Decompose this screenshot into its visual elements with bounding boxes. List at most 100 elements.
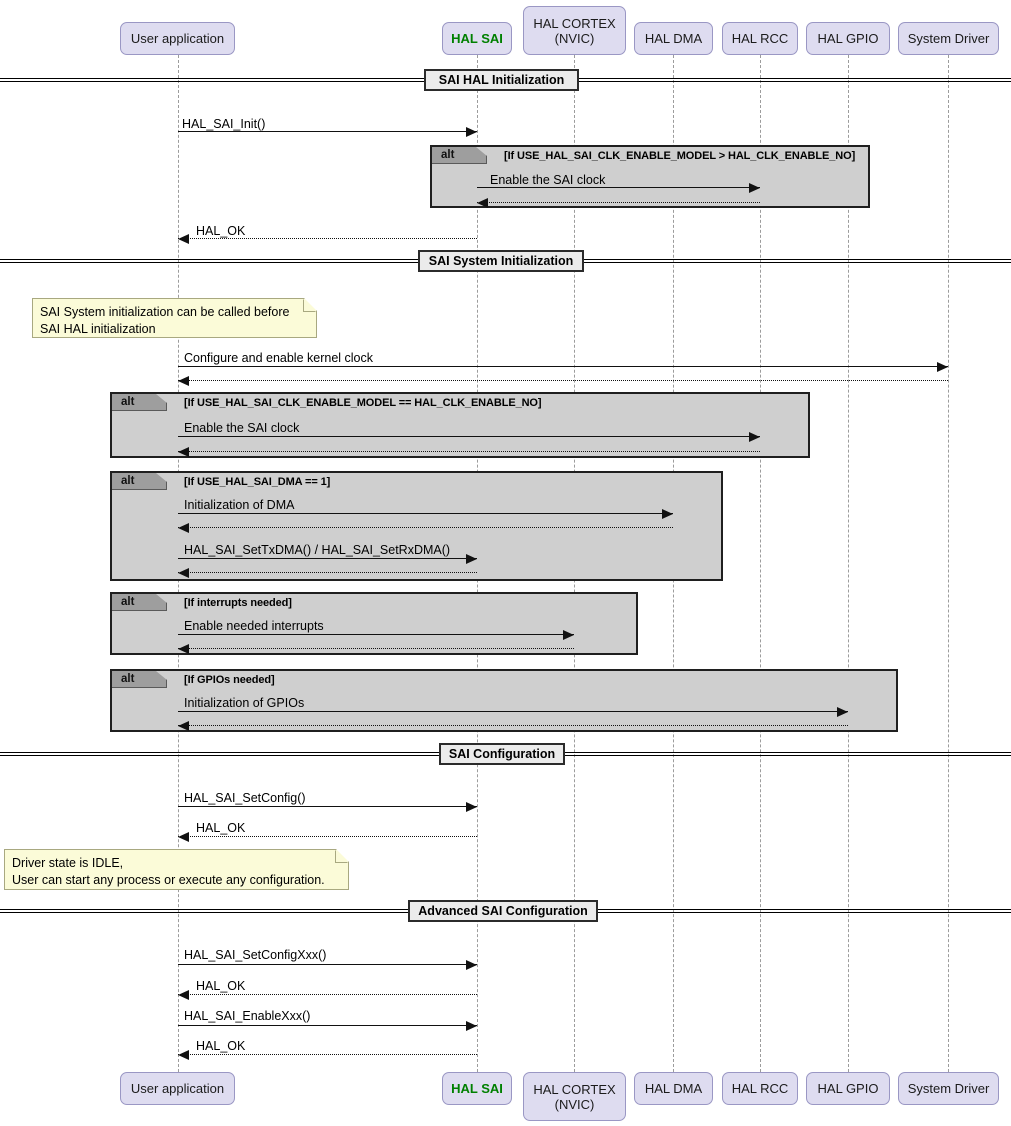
participant-cortex-header[interactable]: HAL CORTEX (NVIC)	[523, 6, 626, 55]
msg-enable-xxx-label: HAL_SAI_EnableXxx()	[184, 1009, 311, 1023]
participant-label-sysdrv-header: System Driver	[907, 31, 990, 46]
msg-ret-dma-arrowhead	[178, 522, 189, 533]
participant-user-header[interactable]: User application	[120, 22, 235, 55]
note-sys-init: SAI System initialization can be called …	[32, 298, 317, 338]
lifeline-gpio	[848, 55, 849, 1072]
participant-label-user-footer: User application	[130, 1081, 225, 1096]
msg-set-config-xxx-line	[178, 964, 477, 965]
participant-sai-header[interactable]: HAL SAI	[442, 22, 512, 55]
participant-user-footer[interactable]: User application	[120, 1072, 235, 1105]
msg-set-dma-label: HAL_SAI_SetTxDMA() / HAL_SAI_SetRxDMA()	[184, 543, 451, 557]
frag-clk-model-eq-keyword: alt	[112, 394, 167, 411]
msg-cfg-kernel-clk-line	[178, 366, 948, 367]
msg-init-dma-label: Initialization of DMA	[184, 498, 295, 512]
msg-set-config-line	[178, 806, 477, 807]
msg-set-config-xxx-arrowhead	[466, 959, 477, 970]
msg-hal-sai-init-label: HAL_SAI_Init()	[182, 117, 266, 131]
participant-dma-footer[interactable]: HAL DMA	[634, 1072, 713, 1105]
participant-label-dma-header: HAL DMA	[644, 31, 703, 46]
msg-set-config-arrowhead	[466, 801, 477, 812]
sep-sys-init: SAI System Initialization	[418, 250, 584, 272]
msg-set-dma-arrowhead	[466, 553, 477, 564]
participant-sysdrv-header[interactable]: System Driver	[898, 22, 999, 55]
msg-hal-ok-4-label: HAL_OK	[196, 1039, 246, 1053]
participant-label-gpio-footer: HAL GPIO	[817, 1081, 879, 1096]
msg-set-config-label: HAL_SAI_SetConfig()	[184, 791, 306, 805]
msg-ret-dma-line	[178, 527, 673, 528]
msg-cfg-kernel-clk-label: Configure and enable kernel clock	[184, 351, 374, 365]
msg-cfg-kernel-clk-arrowhead	[937, 361, 948, 372]
frag-interrupts-condition: [If interrupts needed]	[184, 595, 292, 611]
participant-cortex-footer[interactable]: HAL CORTEX (NVIC)	[523, 1072, 626, 1121]
msg-hal-sai-init-arrowhead	[466, 126, 477, 137]
participant-label-user-header: User application	[130, 31, 225, 46]
lifeline-rcc	[760, 55, 761, 1072]
frag-dma: alt [If USE_HAL_SAI_DMA == 1]	[110, 471, 723, 581]
participant-label-rcc-footer: HAL RCC	[731, 1081, 789, 1096]
participant-gpio-footer[interactable]: HAL GPIO	[806, 1072, 890, 1105]
msg-init-dma-line	[178, 513, 673, 514]
msg-enable-clk-2-label: Enable the SAI clock	[184, 421, 300, 435]
msg-ret-clk-2-line	[178, 451, 760, 452]
msg-enable-irq-arrowhead	[563, 629, 574, 640]
msg-hal-sai-init-line	[178, 131, 477, 132]
msg-hal-ok-3-line	[178, 994, 477, 995]
frag-gpios-keyword-label: alt	[121, 673, 135, 685]
msg-enable-xxx-arrowhead	[466, 1020, 477, 1031]
msg-ret-kernel-clk-arrowhead	[178, 375, 189, 386]
msg-set-dma-line	[178, 558, 477, 559]
participant-label-sysdrv-footer: System Driver	[907, 1081, 990, 1096]
msg-enable-xxx-line	[178, 1025, 477, 1026]
frag-clk-model-gt-condition-label: [If USE_HAL_SAI_CLK_ENABLE_MODEL > HAL_C…	[504, 150, 856, 162]
msg-ret-clk-2-arrowhead	[178, 446, 189, 457]
msg-hal-ok-1-label: HAL_OK	[196, 224, 246, 238]
participant-label-sai-footer: HAL SAI	[451, 1081, 503, 1096]
frag-dma-keyword-label: alt	[121, 475, 135, 487]
msg-ret-gpios-arrowhead	[178, 720, 189, 731]
msg-hal-ok-2-arrowhead	[178, 831, 189, 842]
participant-sai-footer[interactable]: HAL SAI	[442, 1072, 512, 1105]
participant-rcc-header[interactable]: HAL RCC	[722, 22, 798, 55]
msg-ret-kernel-clk-line	[178, 380, 948, 381]
frag-clk-model-eq-condition-label: [If USE_HAL_SAI_CLK_ENABLE_MODEL == HAL_…	[184, 397, 542, 409]
frag-dma-condition: [If USE_HAL_SAI_DMA == 1]	[184, 474, 330, 490]
msg-enable-clk-2-line	[178, 436, 760, 437]
lifeline-sysdrv	[948, 55, 949, 1072]
msg-ret-set-dma-line	[178, 572, 477, 573]
msg-hal-ok-1-line	[178, 238, 477, 239]
frag-clk-model-gt-keyword: alt	[432, 147, 487, 164]
msg-init-gpios-line	[178, 711, 848, 712]
msg-ret-gpios-line	[178, 725, 848, 726]
frag-clk-model-eq: alt [If USE_HAL_SAI_CLK_ENABLE_MODEL == H…	[110, 392, 810, 458]
participant-dma-header[interactable]: HAL DMA	[634, 22, 713, 55]
msg-hal-ok-2-label: HAL_OK	[196, 821, 246, 835]
msg-ret-irq-line	[178, 648, 574, 649]
msg-hal-ok-1-arrowhead	[178, 233, 189, 244]
frag-clk-model-eq-condition: [If USE_HAL_SAI_CLK_ENABLE_MODEL == HAL_…	[184, 395, 542, 411]
msg-enable-clk-1-label: Enable the SAI clock	[490, 173, 606, 187]
participant-label-sai-header: HAL SAI	[451, 31, 503, 46]
sep-sys-init-label: SAI System Initialization	[428, 254, 574, 268]
sep-config: SAI Configuration	[439, 743, 565, 765]
participant-label-dma-footer: HAL DMA	[644, 1081, 703, 1096]
participant-sysdrv-footer[interactable]: System Driver	[898, 1072, 999, 1105]
msg-set-config-xxx-label: HAL_SAI_SetConfigXxx()	[184, 948, 327, 962]
frag-gpios-condition: [If GPIOs needed]	[184, 672, 275, 688]
sep-hal-init: SAI HAL Initialization	[424, 69, 579, 91]
participant-label-rcc-header: HAL RCC	[731, 31, 789, 46]
msg-hal-ok-4-arrowhead	[178, 1049, 189, 1060]
frag-gpios-condition-label: [If GPIOs needed]	[184, 674, 275, 686]
sep-adv-config-label: Advanced SAI Configuration	[418, 904, 588, 918]
participant-gpio-header[interactable]: HAL GPIO	[806, 22, 890, 55]
msg-enable-irq-label: Enable needed interrupts	[184, 619, 324, 633]
msg-hal-ok-3-arrowhead	[178, 989, 189, 1000]
frag-dma-condition-label: [If USE_HAL_SAI_DMA == 1]	[184, 476, 331, 488]
participant-rcc-footer[interactable]: HAL RCC	[722, 1072, 798, 1105]
frag-interrupts-keyword: alt	[112, 594, 167, 611]
msg-ret-set-dma-arrowhead	[178, 567, 189, 578]
frag-clk-model-gt-keyword-label: alt	[441, 149, 455, 161]
msg-enable-clk-1-arrowhead	[749, 182, 760, 193]
frag-interrupts: alt [If interrupts needed]	[110, 592, 638, 655]
msg-hal-ok-3-label: HAL_OK	[196, 979, 246, 993]
